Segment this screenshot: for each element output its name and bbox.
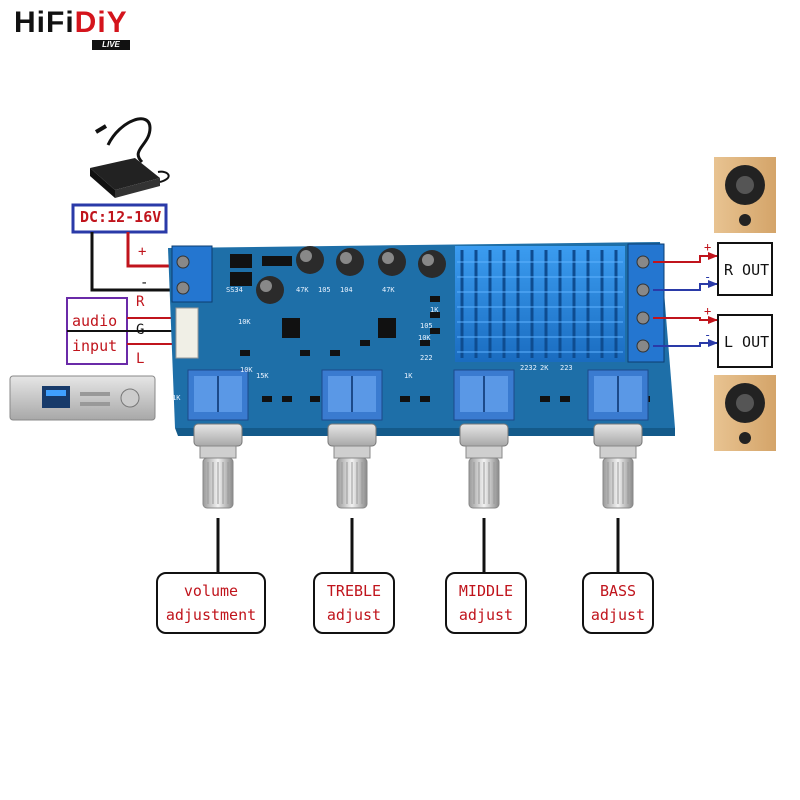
brand-name-red: DiY [74, 6, 128, 39]
power-voltage-label: DC:12-16V [80, 208, 162, 226]
pcb-silk-label: 10K [240, 366, 253, 374]
brand-logo: HiFiDiY [14, 6, 128, 40]
pcb-silk-label: 2232 [520, 364, 537, 372]
brand-subtitle: LIVE [92, 40, 130, 50]
pcb-silk-label: 104 [340, 286, 353, 294]
pcb-silk-label: SS34 [226, 286, 243, 294]
right-out-box [717, 242, 773, 296]
pcb-silk-label: 223 [560, 364, 573, 372]
channel-l-label: L [136, 351, 145, 367]
audio-input-line2: input [72, 337, 118, 355]
potentiometer-middle[interactable] [453, 369, 515, 509]
left-out-minus: - [704, 328, 712, 342]
right-out-label: R OUT [724, 261, 770, 279]
output-wires [653, 252, 718, 347]
volume-label-line2: adjustment [165, 606, 257, 624]
middle-adjust-label-box: MIDDLE adjust [445, 572, 527, 634]
channel-r-label: R [136, 294, 145, 310]
speaker-bottom-icon [714, 375, 776, 451]
pcb-silk-label: 1K [172, 394, 181, 402]
capacitors [256, 246, 446, 304]
pcb-silk-label: 15K [256, 372, 269, 380]
treble-adjust-label-box: TREBLE adjust [313, 572, 395, 634]
pcb-silk-label: 47K [382, 286, 395, 294]
bass-label-line2: adjust [590, 606, 646, 624]
brand-name-black: HiFi [14, 6, 75, 39]
audio-input-line1: audio [72, 312, 118, 330]
pcb-board [168, 242, 675, 436]
power-terminal [171, 245, 213, 303]
potentiometer-bass[interactable] [587, 369, 649, 509]
power-plus-label: + [138, 244, 147, 260]
left-out-plus: + [704, 304, 712, 318]
heatsink [455, 246, 625, 362]
audio-source-device-icon [9, 375, 156, 421]
speaker-top-icon [714, 157, 776, 233]
channel-g-label: G [136, 322, 145, 338]
bass-label-line1: BASS [599, 582, 637, 600]
right-out-plus: + [704, 240, 712, 254]
power-adapter-icon [90, 117, 170, 198]
power-minus-label: - [140, 275, 149, 291]
input-header-connector [175, 307, 199, 359]
control-leader-lines [216, 518, 620, 572]
left-out-box [717, 314, 773, 368]
potentiometer-treble[interactable] [321, 369, 383, 509]
pcb-silk-label: 222 [420, 354, 433, 362]
pcb-silk-label: 1K [430, 306, 439, 314]
power-label-box [71, 203, 168, 234]
pcb-silk-label: 47K [296, 286, 309, 294]
pcb-silk-label: 10K [238, 318, 251, 326]
pcb-silk-label: 1K [404, 372, 413, 380]
treble-label-line1: TREBLE [326, 582, 382, 600]
left-out-label: L OUT [724, 333, 770, 351]
volume-label-line1: volume [183, 582, 239, 600]
bass-adjust-label-box: BASS adjust [582, 572, 654, 634]
pcb-silk-label: 2K [540, 364, 549, 372]
treble-label-line2: adjust [326, 606, 382, 624]
middle-label-line1: MIDDLE [458, 582, 514, 600]
pcb-silk-label: 10K [418, 334, 431, 342]
pcb-silk-label: 105 [420, 322, 433, 330]
potentiometer-volume[interactable] [187, 369, 249, 509]
volume-adjust-label-box: volume adjustment [156, 572, 266, 634]
right-out-minus: - [704, 270, 712, 284]
middle-label-line2: adjust [458, 606, 514, 624]
pcb-silk-label: 105 [318, 286, 331, 294]
